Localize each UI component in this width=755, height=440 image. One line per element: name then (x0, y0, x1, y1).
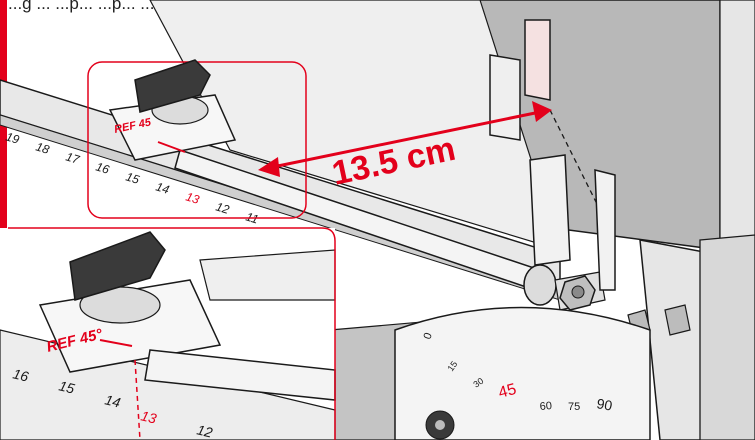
bottom-inset-frame (8, 227, 336, 440)
scale-tick-label-accent: 13 (184, 189, 201, 206)
scale-tick-label: 15 (124, 169, 141, 186)
knob-icon-large (69, 231, 166, 301)
right-fence-post (594, 169, 616, 291)
scale-tick-label-accent: 13 (139, 407, 158, 426)
protractor-label: 15 (445, 359, 459, 373)
protractor-label: 75 (568, 401, 580, 413)
protractor-label: 90 (595, 395, 613, 413)
blade-guard (489, 54, 521, 141)
scale-tick-label: 15 (57, 377, 76, 396)
right-stop-block (529, 154, 571, 266)
top-scale: 19 18 17 16 15 14 13 12 11 (4, 129, 260, 226)
knob-icon (134, 59, 211, 113)
measure-arrow-icon (258, 101, 552, 177)
bottom-scale: 16 15 14 13 12 (11, 365, 214, 440)
scale-tick-label: 17 (64, 149, 82, 167)
scale-tick-label: 14 (103, 391, 122, 410)
alignment-mark (134, 359, 141, 440)
protractor-scale: 0 15 30 45 60 75 90 (422, 331, 614, 414)
protractor-label-accent: 45 (497, 381, 519, 402)
pivot-frame (699, 234, 755, 440)
scale-tick-label: 18 (34, 139, 51, 156)
protractor-plate (394, 306, 651, 440)
scale-tick-label: 12 (195, 421, 214, 440)
hex-bolt-right (664, 304, 691, 336)
accent-edge (0, 0, 7, 440)
rod-end-icon (523, 264, 557, 306)
scale-tick-label: 19 (4, 129, 21, 146)
scale-tick-label: 16 (11, 365, 30, 384)
caption-text: ...g ... ...p... ...p... ...g ... (8, 0, 183, 13)
protractor-label: 0 (422, 331, 435, 341)
blade (524, 19, 551, 101)
scale-tick-label: 16 (94, 159, 111, 176)
scale-tick-label: 12 (214, 199, 231, 216)
protractor-label: 30 (471, 376, 485, 390)
scale-tick-label: 14 (154, 179, 171, 196)
cut-line (549, 109, 601, 211)
fence-edge (719, 0, 755, 251)
protractor-label: 60 (539, 400, 552, 413)
